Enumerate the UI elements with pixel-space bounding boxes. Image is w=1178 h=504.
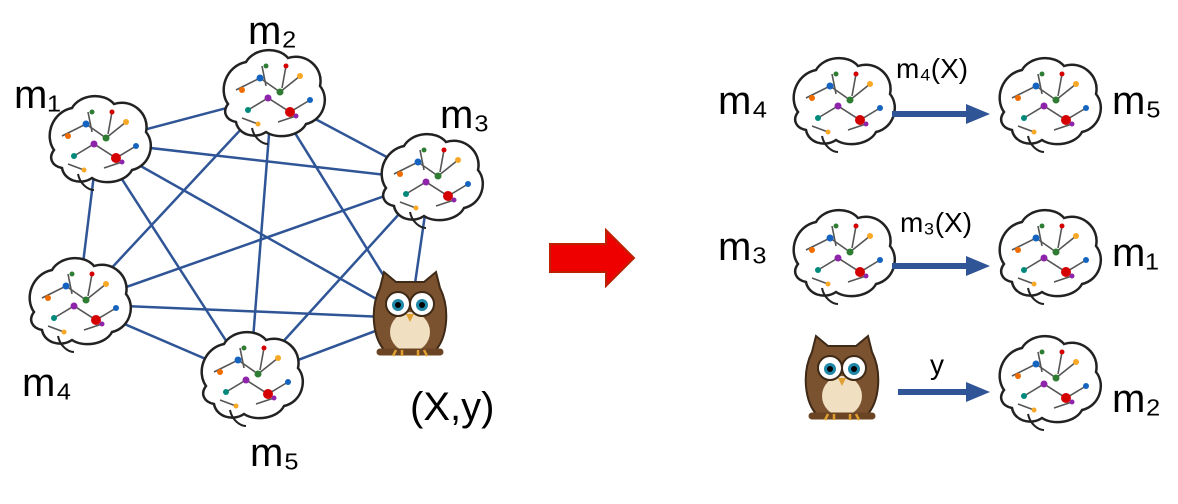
route-2-receiver-label: m₁ <box>1112 231 1159 275</box>
node-m2-brain-icon <box>222 48 327 146</box>
node-m3-brain-icon <box>380 132 485 230</box>
route-1-receiver-label: m₅ <box>1112 79 1161 123</box>
network-nodes <box>28 48 485 428</box>
route-1-sender-brain-icon <box>792 56 897 154</box>
edge-m4-oracle <box>77 302 411 320</box>
node-m4-brain-icon <box>28 256 133 354</box>
edge-m1-oracle <box>97 140 411 320</box>
node-label-m3: m₃ <box>440 93 490 137</box>
edge-m1-m3 <box>97 140 431 182</box>
route-2-sender-label: m₃ <box>718 225 768 269</box>
message-routes <box>792 56 1103 432</box>
edge-m1-m5 <box>96 141 252 379</box>
route-3-arrow-head-icon <box>966 382 990 402</box>
route-1-arrow-head-icon <box>966 104 990 124</box>
node-label-m2: m₂ <box>248 9 297 53</box>
route-1-sender-label: m₄ <box>718 79 768 123</box>
edge-m2-m5 <box>248 95 274 379</box>
route-2-receiver-brain-icon <box>998 208 1103 306</box>
node-label-m1: m₁ <box>14 73 61 117</box>
node-label-oracle: (X,y) <box>410 385 494 429</box>
route-1-receiver-brain-icon <box>998 56 1103 154</box>
node-label-m5: m₅ <box>250 431 299 475</box>
route-3-receiver-label: m₂ <box>1112 377 1161 421</box>
edge-m3-m4 <box>77 178 431 306</box>
route-2-sender-brain-icon <box>792 208 897 306</box>
route-1-message-label: m₄(X) <box>896 53 968 84</box>
route-2-message-label: m₃(X) <box>900 207 972 238</box>
route-2-arrow-head-icon <box>966 256 990 276</box>
node-oracle-owl-icon <box>374 272 447 356</box>
node-m5-brain-icon <box>200 330 305 428</box>
node-m1-brain-icon <box>48 94 153 192</box>
node-label-m4: m₄ <box>22 361 72 405</box>
route-3-message-label: y <box>930 349 944 380</box>
route-3-receiver-brain-icon <box>998 334 1103 432</box>
transition-arrow-icon <box>549 227 636 289</box>
route-3-sender-owl-icon <box>806 336 879 420</box>
